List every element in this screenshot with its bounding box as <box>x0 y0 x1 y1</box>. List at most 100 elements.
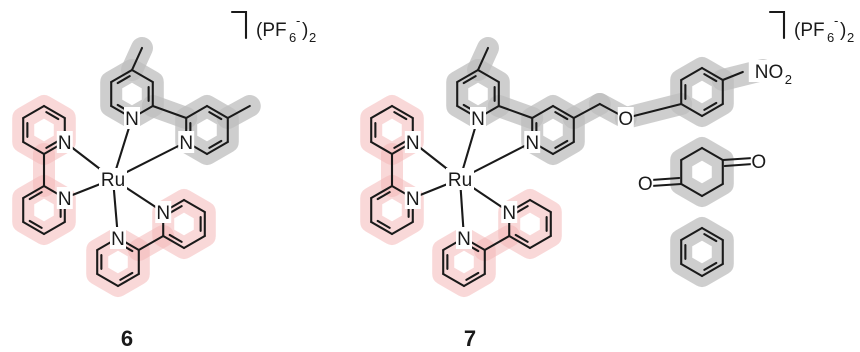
pyridine-ring-double <box>376 191 391 201</box>
pyridine-ring-double <box>554 139 569 149</box>
benzene-ring <box>680 66 704 82</box>
pyridine-ring <box>551 140 575 156</box>
methylene-bond <box>572 102 601 120</box>
pyridine-ring <box>205 104 229 120</box>
nitrogen-atom: N <box>502 203 516 224</box>
carbonyl-bond <box>650 176 681 182</box>
benzene-ring <box>700 102 724 118</box>
methyl-bond <box>476 46 490 72</box>
pyridine-ring <box>22 104 46 120</box>
pyridine-ring-double <box>514 233 529 243</box>
nitrogen-atom-mask <box>404 187 421 209</box>
pyridine-ring <box>185 104 209 120</box>
nitrogen-atom-mask <box>155 201 172 223</box>
pyridine-ring <box>370 104 394 120</box>
oxygen-atom-mask <box>617 107 634 129</box>
pyridine-ring-double <box>376 219 391 229</box>
nitrogen-atom: N <box>179 133 193 154</box>
nitrogen-atom: N <box>457 229 471 250</box>
pyridine-ring <box>182 198 206 214</box>
carbonyl-bond <box>721 156 754 162</box>
nitrogen-atom-mask <box>501 201 518 223</box>
oxygen-atom: O <box>618 109 633 130</box>
counter-ion-label: ) <box>302 20 308 41</box>
quinone-ring <box>700 182 724 198</box>
nitrogen-atom-mask <box>56 131 73 153</box>
pyridine-ring <box>110 68 134 84</box>
pyridine-ring <box>528 234 552 250</box>
interring-bond <box>483 234 511 252</box>
benzene-ring <box>680 262 704 278</box>
counter-ion-subscript: 6 <box>289 30 296 45</box>
nitro-group-subscript: 2 <box>785 72 792 87</box>
pyridine-ring <box>130 68 154 84</box>
charge-bracket <box>768 10 786 40</box>
pyridine-ring-double <box>45 139 60 149</box>
pyridine-ring <box>116 272 140 288</box>
ruthenium-atom: Ru <box>448 170 472 191</box>
methyl-bond <box>226 104 251 120</box>
pyridine-ring <box>22 140 46 156</box>
interring-bond <box>137 234 165 252</box>
pyridine-ring-double <box>462 75 477 85</box>
benzene-ring-double <box>703 73 718 83</box>
ether-bond <box>624 102 683 120</box>
oxygen-atom-mask <box>750 150 767 172</box>
compound-number-7: 7 <box>464 326 476 351</box>
oxygen-atom: O <box>638 174 653 195</box>
benzene-ring <box>680 102 704 118</box>
benzene-ring-double <box>703 261 718 271</box>
ruthenium-atom-mask <box>446 168 474 190</box>
nitrogen-atom-mask <box>470 107 486 129</box>
nitro-group-label: NO <box>755 62 784 83</box>
pyridine-ring <box>531 104 555 120</box>
benzene-ring-double <box>703 233 718 243</box>
pyridine-ring <box>370 184 394 200</box>
pyridine-ring-double <box>393 111 408 121</box>
counter-ion-multiplier: 2 <box>847 30 854 45</box>
nitrogen-atom: N <box>125 109 139 130</box>
methyl-bond <box>130 46 144 72</box>
pyridine-ring-double <box>554 111 569 121</box>
pyridine-ring <box>508 234 532 250</box>
pyridine-ring <box>390 104 414 120</box>
pyridine-ring <box>476 68 500 84</box>
benzene-ring <box>700 66 724 82</box>
quinone-ring <box>700 146 724 162</box>
carbonyl-bond <box>723 162 754 168</box>
pyridine-ring-double <box>208 139 223 149</box>
oxygen-atom-mask <box>637 172 654 194</box>
pyridine-ring <box>96 272 120 288</box>
counter-ion-superscript: - <box>296 13 300 28</box>
benzene-ring-double <box>703 101 718 111</box>
pyridine-ring-double <box>45 111 60 121</box>
pyridine-ring-double <box>28 219 43 229</box>
pyridine-ring-double <box>28 191 43 201</box>
nitrogen-atom: N <box>406 189 420 210</box>
pyridine-ring <box>462 272 486 288</box>
nitrogen-atom: N <box>58 133 72 154</box>
nitro-bond <box>721 70 744 82</box>
nitrogen-atom-mask <box>404 131 421 153</box>
pyridine-ring <box>456 68 480 84</box>
pyridine-ring <box>42 104 66 120</box>
pyridine-ring-double <box>168 205 183 215</box>
pyridine-ring-double <box>465 271 480 281</box>
ruthenium-atom-mask <box>99 168 127 190</box>
counter-ion-label: (PF <box>794 20 825 41</box>
pyridine-ring <box>162 234 186 250</box>
pyridine-ring-double <box>168 233 183 243</box>
nitrogen-atom: N <box>58 189 72 210</box>
nitrogen-atom: N <box>471 109 485 130</box>
pyridine-ring <box>42 220 66 236</box>
ruthenium-atom: Ru <box>101 170 125 191</box>
nitrogen-atom-mask <box>124 107 140 129</box>
pyridine-ring-double <box>119 271 134 281</box>
counter-ion-label: (PF <box>256 20 287 41</box>
pyridine-ring <box>370 220 394 236</box>
nitrogen-atom: N <box>156 203 170 224</box>
nitro-mask <box>748 60 789 82</box>
nitrogen-atom: N <box>406 133 420 154</box>
pyridine-ring <box>182 234 206 250</box>
